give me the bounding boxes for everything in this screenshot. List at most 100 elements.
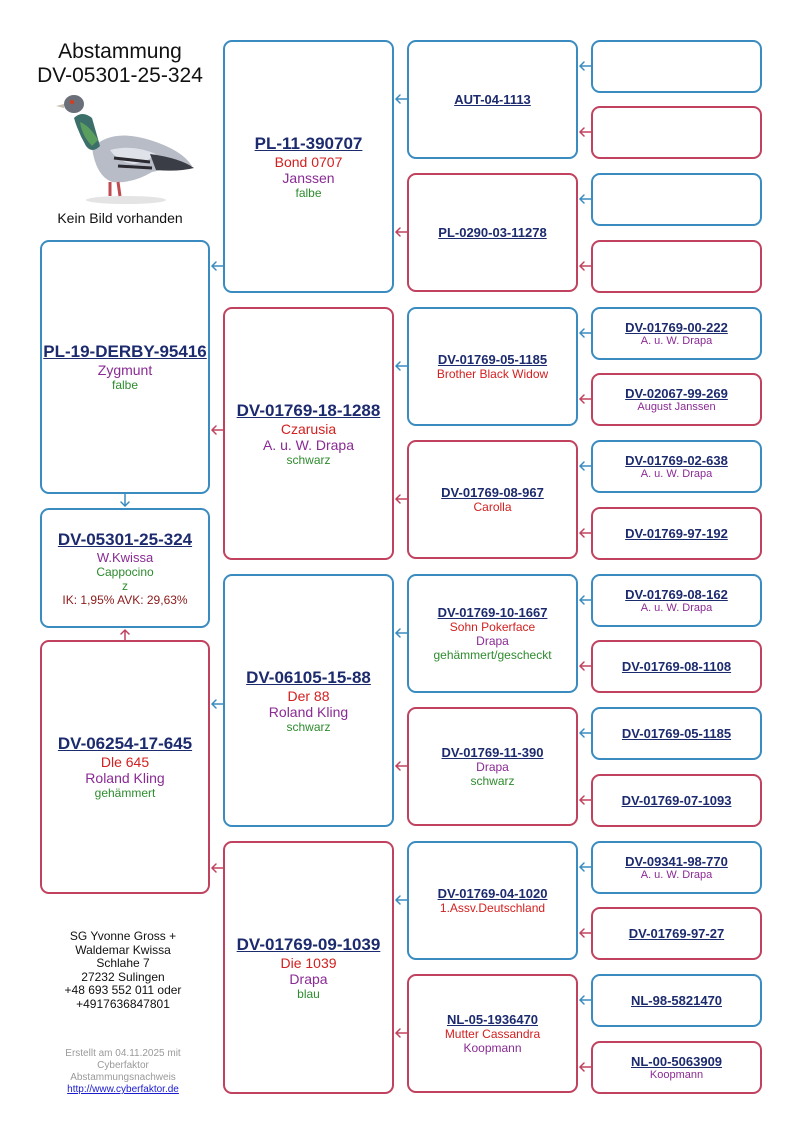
color: schwarz	[470, 774, 515, 788]
pedigree-box-gen4-4[interactable]	[591, 240, 762, 293]
ring-number[interactable]: NL-00-5063909	[630, 1054, 723, 1069]
color: gehämmert/gescheckt	[433, 648, 552, 662]
name: Die 1039	[280, 954, 337, 971]
pedigree-box-gen3-7[interactable]: DV-01769-04-1020 1.Assv.Deutschland	[407, 841, 578, 960]
pedigree-box-gen4-3[interactable]	[591, 173, 762, 226]
breeder: A. u. W. Drapa	[640, 468, 713, 480]
name: Zygmunt	[97, 362, 153, 378]
pedigree-box-sire[interactable]: PL-19-DERBY-95416 Zygmunt falbe	[40, 240, 210, 494]
ring-number[interactable]: DV-01769-08-162	[625, 587, 728, 602]
pedigree-box-gen3-2[interactable]: PL-0290-03-11278	[407, 173, 578, 292]
ring-number[interactable]: DV-01769-97-192	[625, 526, 728, 541]
pedigree-box-gen4-16[interactable]: NL-00-5063909 Koopmann	[591, 1041, 762, 1094]
pedigree-box-gen3-4[interactable]: DV-01769-08-967 Carolla	[407, 440, 578, 559]
name: Dle 645	[100, 754, 150, 770]
pedigree-box-gen4-5[interactable]: DV-01769-00-222 A. u. W. Drapa	[591, 307, 762, 360]
name: 1.Assv.Deutschland	[439, 901, 546, 915]
breeder: Drapa	[476, 634, 509, 648]
pedigree-box-gen3-3[interactable]: DV-01769-05-1185 Brother Black Widow	[407, 307, 578, 426]
page-title-ring: DV-05301-25-324	[37, 64, 203, 87]
pigeon-photo	[56, 95, 194, 204]
breeder: August Janssen	[637, 401, 716, 413]
pedigree-box-gen4-11[interactable]: DV-01769-05-1185	[591, 707, 762, 760]
pedigree-box-gen4-15[interactable]: NL-98-5821470	[591, 974, 762, 1027]
breeder: Koopmann	[463, 1041, 522, 1055]
ring-number[interactable]: DV-06105-15-88	[246, 667, 371, 687]
pedigree-box-gen4-13[interactable]: DV-09341-98-770 A. u. W. Drapa	[591, 841, 762, 894]
color: falbe	[295, 185, 322, 200]
ring-number[interactable]: DV-01769-11-390	[441, 745, 544, 760]
ring-number[interactable]: DV-01769-97-27	[628, 926, 725, 941]
pedigree-box-gen3-5[interactable]: DV-01769-10-1667 Sohn Pokerface Drapa ge…	[407, 574, 578, 693]
ring-number[interactable]: DV-01769-02-638	[625, 453, 728, 468]
ring-number[interactable]: DV-01769-09-1039	[236, 934, 381, 954]
footer-line: Cyberfaktor	[97, 1060, 149, 1071]
name: Czarusia	[280, 420, 337, 437]
pedigree-box-gen3-8[interactable]: NL-05-1936470 Mutter Cassandra Koopmann	[407, 974, 578, 1093]
color: Cappocino	[96, 564, 154, 579]
ring-number[interactable]: DV-05301-25-324	[57, 529, 193, 549]
ring-number[interactable]: PL-0290-03-11278	[438, 225, 547, 240]
ring-number[interactable]: DV-01769-08-1108	[621, 659, 732, 674]
ring-number[interactable]: DV-09341-98-770	[625, 854, 728, 869]
name: Sohn Pokerface	[449, 620, 536, 634]
ring-number[interactable]: DV-01769-10-1667	[437, 605, 548, 620]
ring-number[interactable]: PL-11-390707	[254, 133, 363, 153]
footer-credits: Erstellt am 04.11.2025 mit Cyberfaktor A…	[28, 1048, 218, 1096]
ring-number[interactable]: DV-02067-99-269	[625, 386, 728, 401]
pedigree-box-gen4-12[interactable]: DV-01769-07-1093	[591, 774, 762, 827]
pedigree-box-gen4-6[interactable]: DV-02067-99-269 August Janssen	[591, 373, 762, 426]
pedigree-box-ds[interactable]: DV-06105-15-88 Der 88 Roland Kling schwa…	[223, 574, 394, 827]
pedigree-box-gen4-8[interactable]: DV-01769-97-192	[591, 507, 762, 560]
pedigree-header: Abstammung DV-05301-25-324	[20, 40, 220, 88]
pedigree-box-gen3-1[interactable]: AUT-04-1113	[407, 40, 578, 159]
ring-number[interactable]: AUT-04-1113	[454, 92, 531, 107]
ring-number[interactable]: DV-01769-05-1185	[621, 726, 732, 741]
pedigree-box-gen4-10[interactable]: DV-01769-08-1108	[591, 640, 762, 693]
image-caption: Kein Bild vorhanden	[57, 210, 183, 226]
ring-number[interactable]: DV-01769-18-1288	[236, 400, 381, 420]
ring-number[interactable]: NL-98-5821470	[630, 993, 723, 1008]
pedigree-box-subject[interactable]: DV-05301-25-324 W.Kwissa Cappocino z IK:…	[40, 508, 210, 628]
name: Der 88	[287, 687, 330, 704]
footer-line: Abstammungsnachweis	[70, 1072, 176, 1083]
ring-number[interactable]: DV-01769-05-1185	[437, 352, 548, 367]
ring-number[interactable]: DV-01769-07-1093	[621, 793, 732, 808]
ring-number[interactable]: PL-19-DERBY-95416	[43, 342, 207, 361]
owner: W.Kwissa	[96, 549, 154, 565]
page-title: Abstammung	[58, 40, 182, 63]
pedigree-box-gen4-7[interactable]: DV-01769-02-638 A. u. W. Drapa	[591, 440, 762, 493]
color: falbe	[111, 378, 139, 392]
address-line: +48 693 552 011 oder	[64, 983, 182, 997]
breeder-address: SG Yvonne Gross + Waldemar Kwissa Schlah…	[28, 929, 218, 1011]
ring-number[interactable]: DV-01769-08-967	[441, 485, 544, 500]
sex: z	[122, 578, 128, 593]
pedigree-box-gen4-2[interactable]	[591, 106, 762, 159]
pedigree-box-dd[interactable]: DV-01769-09-1039 Die 1039 Drapa blau	[223, 841, 394, 1094]
pedigree-box-gen4-9[interactable]: DV-01769-08-162 A. u. W. Drapa	[591, 574, 762, 627]
name: Mutter Cassandra	[444, 1027, 541, 1041]
pedigree-box-gen4-1[interactable]	[591, 40, 762, 93]
breeder: Roland Kling	[85, 770, 165, 786]
ring-number[interactable]: NL-05-1936470	[446, 1012, 539, 1027]
ring-number[interactable]: DV-01769-00-222	[625, 320, 728, 335]
breeder: Roland Kling	[268, 703, 349, 720]
website-link[interactable]: http://www.cyberfaktor.de	[67, 1084, 179, 1095]
pedigree-box-gen3-6[interactable]: DV-01769-11-390 Drapa schwarz	[407, 707, 578, 826]
color: schwarz	[286, 719, 331, 734]
footer-line: Erstellt am 04.11.2025 mit	[65, 1048, 181, 1059]
pedigree-box-sd[interactable]: DV-01769-18-1288 Czarusia A. u. W. Drapa…	[223, 307, 394, 560]
breeder: A. u. W. Drapa	[262, 436, 355, 453]
name: Brother Black Widow	[436, 367, 549, 381]
address-line: Waldemar Kwissa	[75, 942, 171, 957]
color: gehämmert	[94, 786, 156, 800]
breeder: A. u. W. Drapa	[640, 335, 713, 347]
breeder: A. u. W. Drapa	[640, 869, 713, 881]
ring-number[interactable]: DV-06254-17-645	[57, 734, 193, 753]
ring-number[interactable]: DV-01769-04-1020	[437, 886, 548, 901]
pedigree-box-gen4-14[interactable]: DV-01769-97-27	[591, 907, 762, 960]
pedigree-box-dam[interactable]: DV-06254-17-645 Dle 645 Roland Kling geh…	[40, 640, 210, 894]
pedigree-box-ss[interactable]: PL-11-390707 Bond 0707 Janssen falbe	[223, 40, 394, 293]
name: Bond 0707	[274, 153, 343, 170]
